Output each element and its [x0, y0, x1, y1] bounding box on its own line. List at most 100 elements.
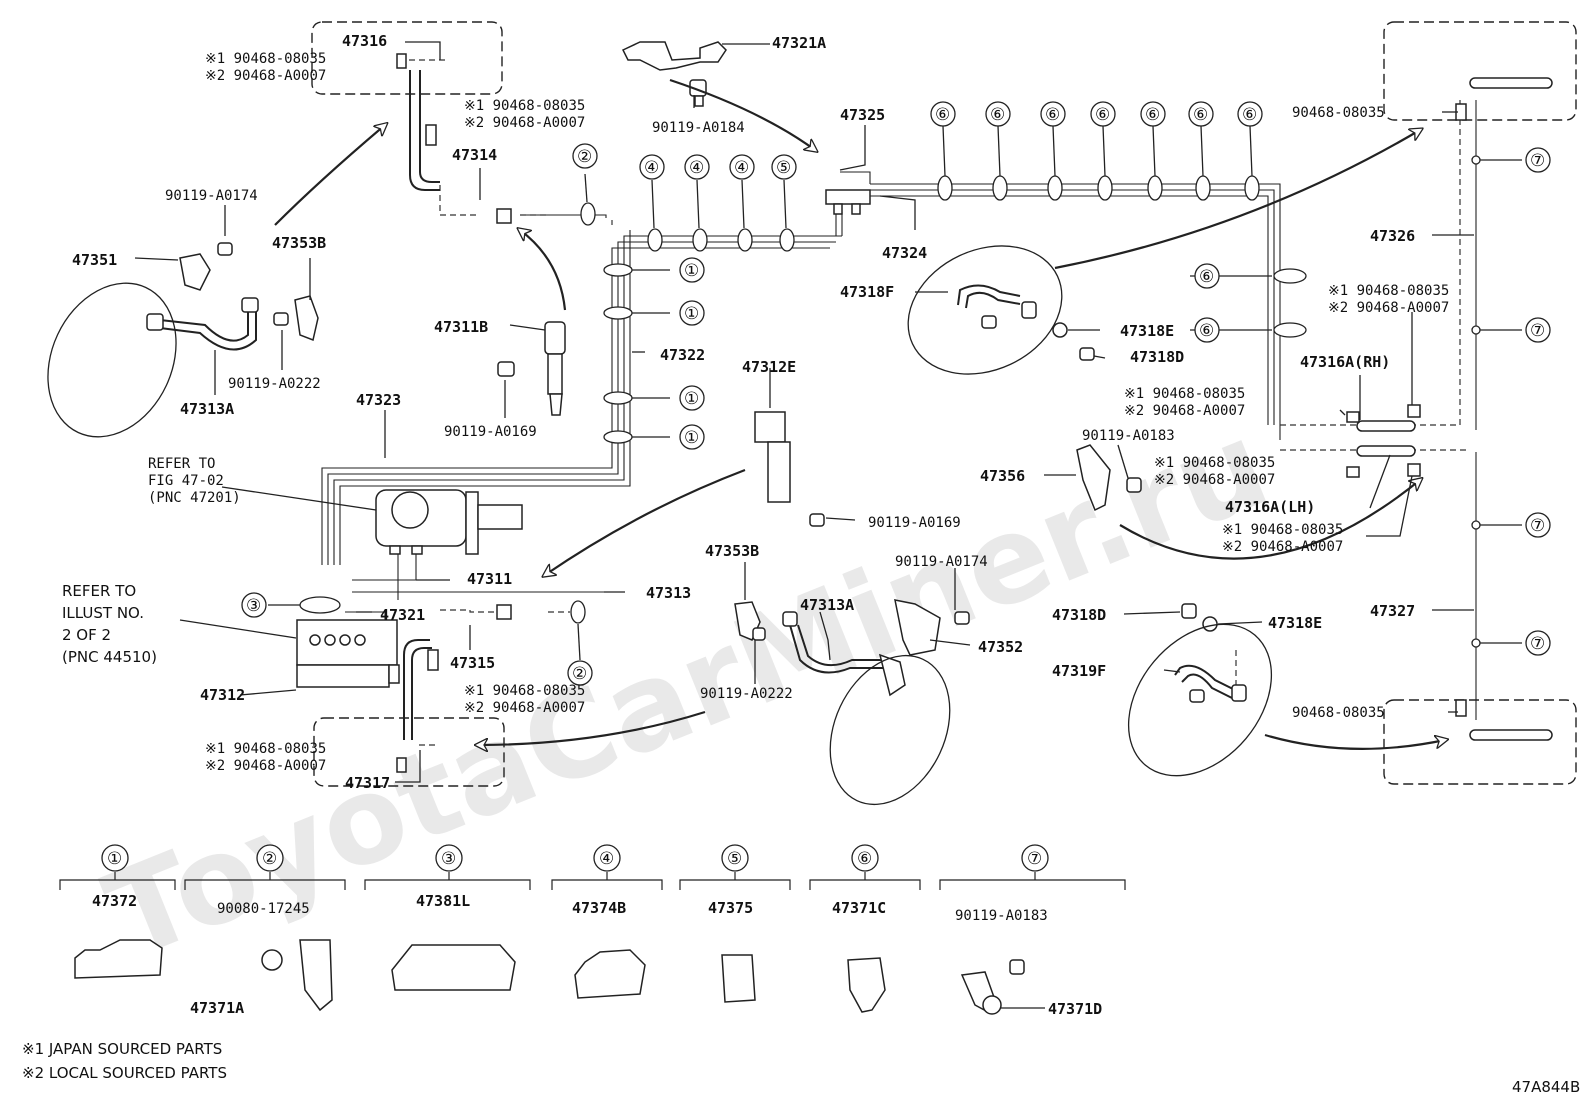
label-47321A: 47321A — [772, 34, 826, 52]
label-jp1-d: ※1 90468-08035 — [205, 741, 326, 757]
label-47314: 47314 — [452, 146, 497, 164]
connector-47325 — [825, 189, 871, 215]
hose-47317 — [403, 639, 430, 740]
hose-47313A-center — [734, 599, 970, 697]
label-jp1-h: ※1 90468-08035 — [1222, 522, 1343, 538]
hose-47319F — [1174, 603, 1247, 703]
label-47319F: 47319F — [1052, 662, 1106, 680]
label-90119-A0169-a: 90119-A0169 — [444, 424, 537, 440]
label-47317: 47317 — [345, 774, 390, 792]
clip-47372-illustration — [74, 939, 163, 979]
refer-fig-line2: FIG 47-02 — [148, 473, 224, 489]
svg-text:⑥: ⑥ — [1145, 105, 1160, 125]
label-jp2-e: ※2 90468-A0007 — [1328, 300, 1449, 316]
abs-actuator — [296, 619, 400, 688]
hose-47313A-left — [146, 242, 319, 351]
detail-circle-center — [829, 654, 951, 806]
label-47353B-a: 47353B — [272, 234, 326, 252]
fitting-47313 — [496, 604, 512, 620]
detail-box-bottom-left — [313, 717, 505, 787]
legend-part-90080-17245: 90080-17245 — [217, 901, 310, 917]
label-47313: 47313 — [646, 584, 691, 602]
hose-right-top — [1469, 77, 1553, 89]
label-47316A-LH: 47316A(LH) — [1225, 498, 1315, 516]
label-47351: 47351 — [72, 251, 117, 269]
svg-text:⑥: ⑥ — [935, 105, 950, 125]
label-47311: 47311 — [467, 570, 512, 588]
label-90119-A0174-a: 90119-A0174 — [165, 188, 258, 204]
clip-90468-lh-2 — [1407, 463, 1421, 477]
label-90468-08035-top: 90468-08035 — [1292, 105, 1385, 121]
label-47322: 47322 — [660, 346, 705, 364]
legend-num-1: ① — [107, 849, 122, 869]
label-47312E: 47312E — [742, 358, 796, 376]
callouts: ② ④ ④ ④ ⑤ ⑥ ⑥ ⑥ ⑥ ⑥ ⑥ ⑥ ① ① ① ① ③ ② ⑥ ⑥ … — [241, 101, 1551, 686]
master-cylinder — [375, 489, 523, 555]
clip-47374B-illustration — [574, 949, 646, 999]
svg-text:⑦: ⑦ — [1530, 516, 1545, 536]
detail-circle-right-lower — [1127, 623, 1273, 777]
legend-part-47381L: 47381L — [416, 892, 470, 910]
label-jp2-b: ※2 90468-A0007 — [464, 115, 585, 131]
svg-text:⑥: ⑥ — [1242, 105, 1257, 125]
refer-fig-line3: (PNC 47201) — [148, 490, 241, 506]
footnote-japan: ※1 JAPAN SOURCED PARTS — [22, 1040, 222, 1058]
label-47318D-a: 47318D — [1130, 348, 1184, 366]
legend-part-90119-A0183: 90119-A0183 — [955, 908, 1048, 924]
legend: ① 47372 ② 90080-17245 47371A ③ 47381L ④ … — [59, 844, 1126, 1018]
legend-part-47374B: 47374B — [572, 899, 626, 917]
label-47318E-b: 47318E — [1268, 614, 1322, 632]
svg-text:①: ① — [684, 304, 699, 324]
legend-num-2: ② — [262, 849, 277, 869]
bracket-47312E — [754, 411, 825, 527]
legend-num-7: ⑦ — [1027, 849, 1042, 869]
svg-text:⑦: ⑦ — [1530, 321, 1545, 341]
svg-text:⑤: ⑤ — [776, 158, 791, 178]
label-jp1-b: ※1 90468-08035 — [464, 98, 585, 114]
svg-text:①: ① — [684, 261, 699, 281]
label-jp2-g: ※2 90468-A0007 — [1154, 472, 1275, 488]
label-jp2-d: ※2 90468-A0007 — [205, 758, 326, 774]
label-47313A-b: 47313A — [800, 596, 854, 614]
label-90119-A0169-b: 90119-A0169 — [868, 515, 961, 531]
clip-47375-illustration — [721, 954, 756, 1003]
svg-text:⑥: ⑥ — [1199, 267, 1214, 287]
svg-text:⑦: ⑦ — [1530, 634, 1545, 654]
svg-text:④: ④ — [689, 158, 704, 178]
label-jp2-a: ※2 90468-A0007 — [205, 68, 326, 84]
label-90119-A0183: 90119-A0183 — [1082, 428, 1175, 444]
svg-text:②: ② — [572, 664, 587, 684]
junction-47321A — [621, 41, 727, 107]
clip-90468-mid — [425, 124, 437, 146]
label-jp1-g: ※1 90468-08035 — [1154, 455, 1275, 471]
legend-num-5: ⑤ — [727, 849, 742, 869]
bracket-47356 — [1076, 444, 1142, 512]
label-90119-A0184: 90119-A0184 — [652, 120, 745, 136]
legend-part-47371C: 47371C — [832, 899, 886, 917]
label-47323: 47323 — [356, 391, 401, 409]
refer-illust-line4: (PNC 44510) — [62, 648, 157, 666]
label-90119-A0222-b: 90119-A0222 — [700, 686, 793, 702]
svg-text:⑥: ⑥ — [1193, 105, 1208, 125]
clip-90468-rh-2 — [1407, 404, 1421, 418]
hose-right-bottom — [1469, 729, 1553, 741]
label-47327: 47327 — [1370, 602, 1415, 620]
label-90468-08035-bottom: 90468-08035 — [1292, 705, 1385, 721]
label-47316A-RH: 47316A(RH) — [1300, 353, 1390, 371]
clip-90468-rh — [1346, 411, 1360, 423]
direction-arrows — [274, 78, 1445, 749]
detail-circle-left — [47, 282, 177, 438]
label-47352: 47352 — [978, 638, 1023, 656]
refer-illust-line2: ILLUST NO. — [62, 604, 144, 622]
leader-lines — [134, 41, 1522, 783]
label-jp2-f: ※2 90468-A0007 — [1124, 403, 1245, 419]
label-jp1-f: ※1 90468-08035 — [1124, 386, 1245, 402]
svg-text:①: ① — [684, 428, 699, 448]
label-jp1-a: ※1 90468-08035 — [205, 51, 326, 67]
legend-num-6: ⑥ — [857, 849, 872, 869]
svg-text:⑥: ⑥ — [1045, 105, 1060, 125]
legend-part-47372: 47372 — [92, 892, 137, 910]
label-47315: 47315 — [450, 654, 495, 672]
refer-illust-line3: 2 OF 2 — [62, 626, 111, 644]
